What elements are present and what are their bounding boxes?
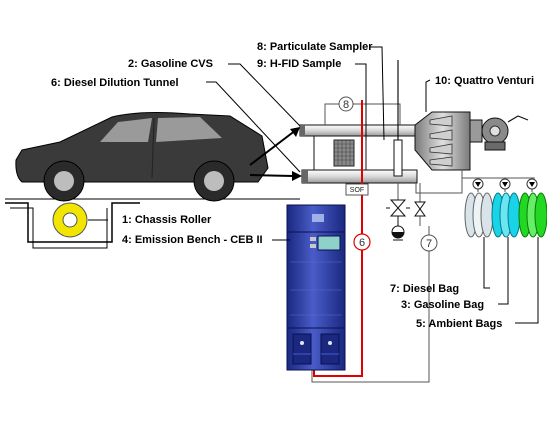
label-chassis-roller: 1: Chassis Roller	[122, 214, 212, 226]
chassis-roller-icon	[52, 202, 88, 238]
label-particulate-sampler: 8: Particulate Sampler	[257, 41, 373, 53]
hfid-sample-probe	[393, 60, 403, 200]
quattro-venturi	[414, 111, 529, 171]
label-ambient-bags: 5: Ambient Bags	[416, 318, 502, 330]
ambient-bags-icon	[518, 192, 547, 238]
sof-tag-label: SOF	[350, 187, 364, 194]
chassis-pit	[5, 198, 300, 249]
car-icon	[15, 112, 269, 202]
label-emission-bench: 4: Emission Bench - CEB II	[122, 234, 263, 246]
particulate-sampler	[313, 135, 367, 171]
gasoline-bag-icon	[491, 192, 521, 238]
label-quattro-venturi: 10: Quattro Venturi	[435, 75, 534, 87]
label-gasoline-cvs: 2: Gasoline CVS	[128, 58, 213, 70]
bag-sample-lines	[415, 170, 538, 194]
line-7-marker: 7	[426, 238, 432, 250]
valve-icon	[414, 183, 426, 226]
emission-bench-cabinet	[286, 204, 346, 371]
diesel-bag-icon	[464, 192, 494, 238]
label-hfid-sample: 9: H-FID Sample	[257, 58, 341, 70]
sof-tag	[345, 183, 369, 196]
line-6-marker: 6	[359, 237, 365, 249]
leader-lines	[88, 46, 539, 324]
heated-sample-line	[313, 100, 371, 377]
exhaust-arrows	[249, 127, 302, 181]
pump-valve-icon	[386, 199, 410, 241]
label-diesel-bag: 7: Diesel Bag	[390, 283, 459, 295]
line-8-marker: 8	[343, 99, 349, 111]
label-gasoline-bag: 3: Gasoline Bag	[401, 299, 484, 311]
line-7	[311, 226, 438, 383]
label-diesel-dilution-tunnel: 6: Diesel Dilution Tunnel	[51, 77, 179, 89]
